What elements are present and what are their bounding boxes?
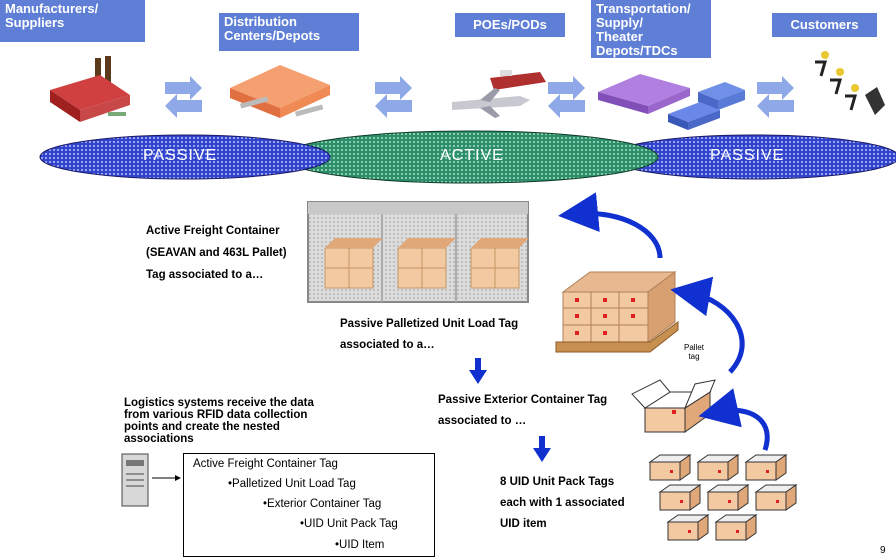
label-active-container: Active Freight Container (SEAVAN and 463… [146,225,287,281]
curve-arrow-container [558,192,663,259]
stage-distribution: Distribution Centers/Depots [219,13,359,51]
page-number: 9 [880,545,886,556]
double-arrow-icon [375,76,412,118]
factory-icon [50,56,130,122]
label-palletized: Passive Palletized Unit Load Tag associa… [340,318,519,351]
double-arrow-icon [165,76,202,118]
down-arrow-icon [533,436,551,462]
label-unit-pack: 8 UID Unit Pack Tags each with 1 associa… [500,476,625,530]
association-tree: Active Freight Container Tag •Palletized… [183,453,435,557]
label-logistics: Logistics systems receive the data from … [124,397,314,445]
double-arrow-icon [757,76,794,118]
label-exterior: Passive Exterior Container Tag associate… [438,394,608,427]
phase-passive-right: PASSIVE [710,147,785,164]
stage-customers: Customers [772,13,877,37]
phase-passive-left: PASSIVE [143,147,218,164]
ship-plane-icon [452,70,546,118]
stage-transportation: Transportation/ Supply/ Theater Depots/T… [591,0,711,58]
server-icon [121,453,181,507]
depot-icons [598,74,745,130]
pallet-load-icon [555,271,679,353]
curve-arrow-exterior [698,388,770,451]
unit-pack-icons [648,454,797,541]
tree-item-unit-pack: •UID Unit Pack Tag [300,518,398,530]
curve-arrow-pallet [670,276,745,374]
customers-icon [815,51,885,115]
tree-item-uid: •UID Item [335,539,385,551]
tree-item-container: Active Freight Container Tag [193,458,338,470]
label-pallet-tag: Pallet tag [683,343,704,361]
stage-poes-pods: POEs/PODs [455,13,565,37]
distribution-center-icon [230,65,330,118]
tree-item-exterior: •Exterior Container Tag [263,498,382,510]
phase-active: ACTIVE [440,147,504,164]
passive-ellipse-left [39,134,331,180]
double-arrow-icon [548,76,585,118]
tree-item-palletized: •Palletized Unit Load Tag [228,478,356,490]
freight-container-icon [307,201,529,303]
down-arrow-icon [469,358,487,384]
stage-manufacturers: Manufacturers/ Suppliers [0,0,145,42]
